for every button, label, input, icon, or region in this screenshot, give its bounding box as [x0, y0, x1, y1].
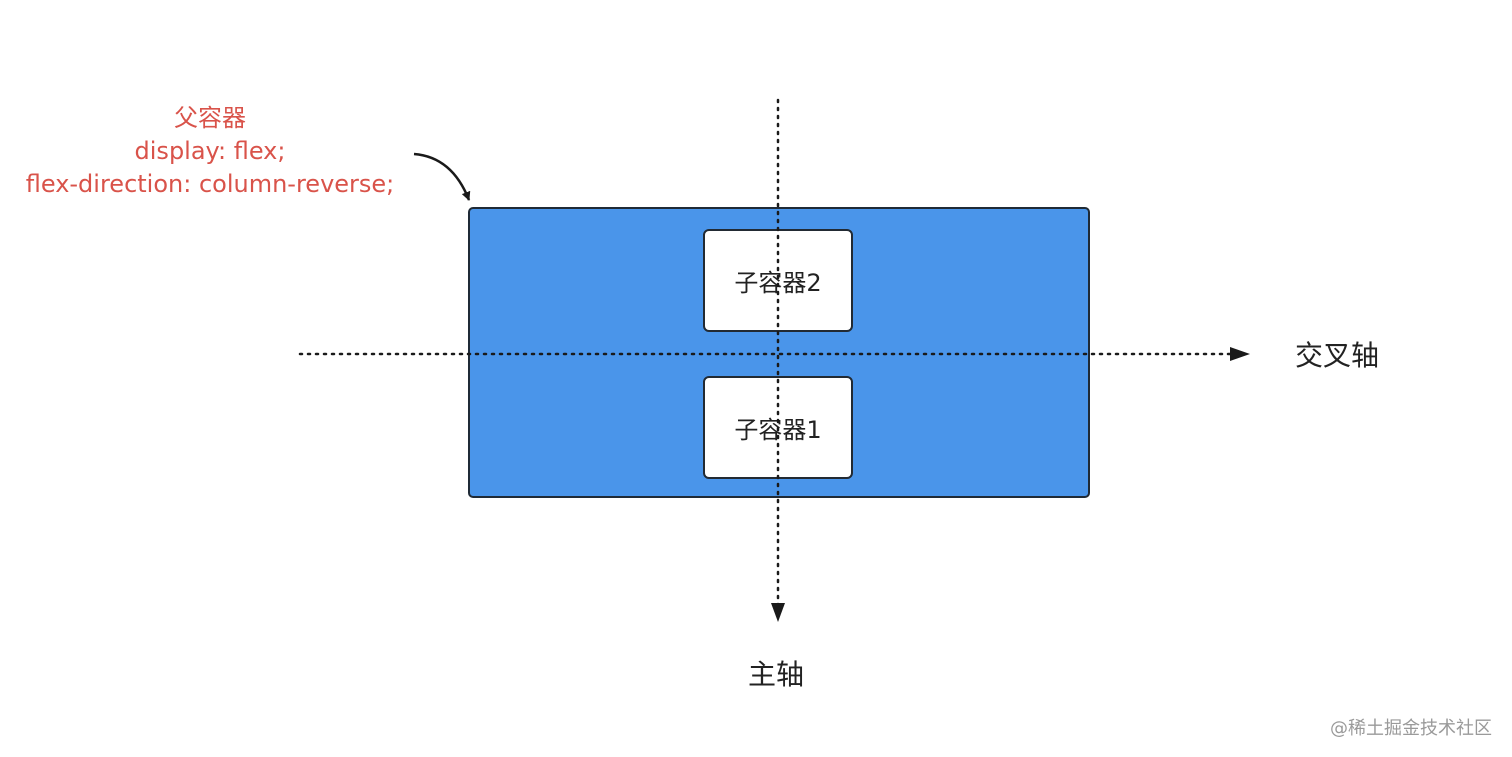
- watermark: @稀土掘金技术社区: [1330, 718, 1492, 739]
- cross-axis-arrowhead: [1230, 347, 1250, 361]
- annotation-direction-rule: flex-direction: column-reverse;: [25, 170, 395, 198]
- cross-axis-label: 交叉轴: [1295, 339, 1380, 372]
- annotation-title: 父容器: [174, 104, 246, 132]
- parent-container-annotation: 父容器 display: flex; flex-direction: colum…: [0, 102, 420, 201]
- annotation-display-rule: display: flex;: [134, 137, 286, 165]
- main-axis-label: 主轴: [748, 658, 805, 691]
- annotation-pointer-arrow: [413, 152, 471, 201]
- main-axis-arrowhead: [771, 603, 785, 622]
